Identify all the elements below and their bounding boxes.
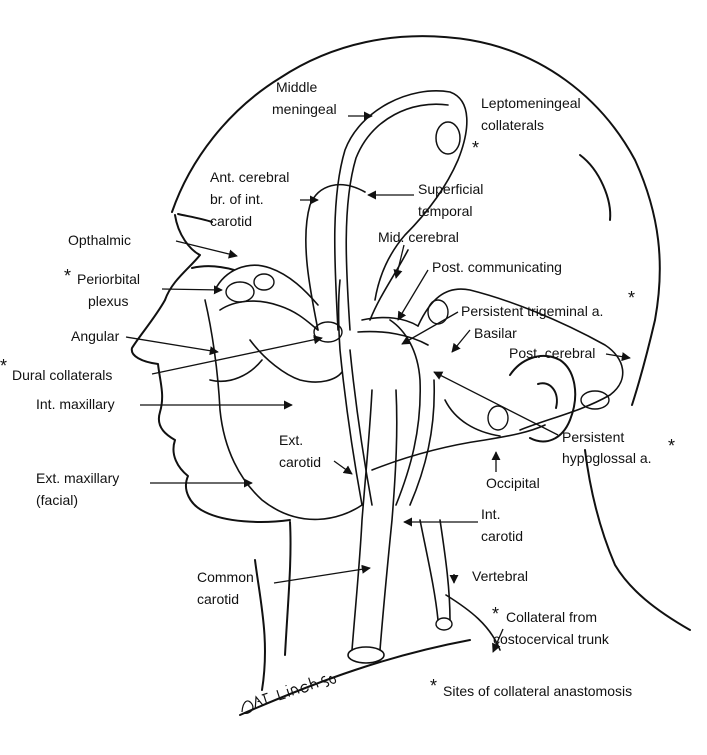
label-angular: Angular bbox=[71, 328, 120, 344]
labels: Middle meningeal Leptomeningeal collater… bbox=[0, 79, 675, 699]
label-pointers bbox=[125, 111, 631, 653]
label-persistent-hypoglossal: Persistent hypoglossal a. bbox=[562, 429, 652, 466]
periorbital-plexus-vessel bbox=[214, 264, 319, 306]
label-persistent-trigeminal: Persistent trigeminal a. bbox=[461, 303, 603, 319]
label-dural-collaterals: Dural collaterals bbox=[12, 367, 112, 383]
label-ant-cerebral: Ant. cerebral br. of int. carotid bbox=[210, 169, 293, 229]
label-common-carotid: Common carotid bbox=[197, 569, 258, 607]
label-basilar: Basilar bbox=[474, 325, 517, 341]
mid-cerebral-vessel bbox=[369, 249, 409, 321]
label-occipital: Occipital bbox=[486, 475, 540, 491]
label-middle-meningeal: Middle meningeal bbox=[272, 79, 337, 117]
label-superficial-temporal: Superficial temporal bbox=[418, 181, 487, 219]
legend-asterisk: * bbox=[430, 676, 437, 696]
external-carotid-vessel bbox=[337, 279, 363, 506]
label-int-maxillary: Int. maxillary bbox=[36, 396, 115, 412]
superficial-temporal-vessel bbox=[305, 183, 366, 331]
label-opthalmic: Opthalmic bbox=[68, 232, 131, 248]
asterisk-leptomeningeal: * bbox=[472, 138, 479, 158]
label-ext-maxillary: Ext. maxillary (facial) bbox=[36, 470, 123, 508]
vertebral-vessel bbox=[419, 519, 439, 621]
basilar-vessel bbox=[417, 288, 624, 431]
label-post-communicating: Post. communicating bbox=[432, 259, 562, 275]
middle-meningeal-vessel bbox=[333, 90, 468, 331]
asterisk-periorbital: * bbox=[64, 266, 71, 286]
label-ext-carotid: Ext. carotid bbox=[279, 432, 321, 470]
occipital-vessel bbox=[371, 424, 546, 471]
common-carotid-lumen bbox=[347, 646, 385, 664]
legend-text: Sites of collateral anastomosis bbox=[443, 683, 632, 699]
label-leptomeningeal: Leptomeningeal collaterals bbox=[481, 95, 585, 133]
post-communicating-vessel bbox=[361, 316, 419, 327]
asterisk-dural: * bbox=[0, 356, 7, 376]
int-maxillary-vessel bbox=[249, 339, 343, 383]
asterisk-costocervical: * bbox=[492, 604, 499, 624]
label-int-carotid: Int. carotid bbox=[481, 506, 523, 544]
asterisk-hypoglossal: * bbox=[668, 436, 675, 456]
internal-carotid-vessel bbox=[389, 319, 422, 506]
label-collateral-costocervical: Collateral from costocervical trunk bbox=[493, 609, 610, 647]
artist-signature bbox=[241, 675, 337, 714]
label-mid-cerebral: Mid. cerebral bbox=[378, 229, 459, 245]
common-carotid-vessel bbox=[351, 389, 373, 651]
asterisk-trigeminal: * bbox=[628, 288, 635, 308]
head-outline bbox=[130, 35, 691, 716]
label-post-cerebral: Post. cerebral bbox=[509, 345, 595, 361]
label-periorbital: Periorbital plexus bbox=[77, 271, 144, 309]
label-vertebral: Vertebral bbox=[472, 568, 528, 584]
